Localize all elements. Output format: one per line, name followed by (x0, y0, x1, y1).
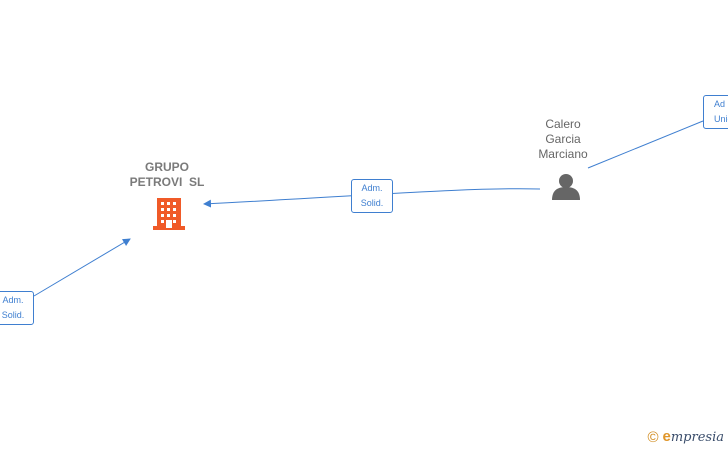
edge-label-person-to-company[interactable]: Adm. Solid. (351, 179, 393, 213)
building-icon (153, 198, 185, 230)
company-name-line1: GRUPO (144, 160, 189, 174)
empresia-watermark[interactable]: © empresia (647, 428, 724, 446)
copyright-icon: © (647, 428, 659, 446)
edge-left-to-company (33, 238, 131, 297)
brand-initial: e (662, 428, 671, 445)
person-name-line3: Marciano (538, 147, 588, 161)
edge-label-line2: Solid. (1, 310, 25, 320)
person-name-line1: Calero (545, 117, 581, 131)
person-name-line2: Garcia (545, 132, 581, 146)
edge-label-right-to-person[interactable]: Ad Unic (703, 95, 728, 129)
brand-logo: empresia (663, 428, 724, 446)
edge-label-line1: Adm. (361, 183, 383, 193)
person-node-label[interactable]: Calero Garcia Marciano (520, 117, 606, 162)
edge-person-to-company (203, 188, 541, 208)
edge-label-line1: Adm. (2, 295, 24, 305)
company-name-line2: PETROVI SL (129, 175, 205, 189)
edge-label-line2: Unic (714, 114, 728, 124)
edge-label-left-to-company[interactable]: Adm. Solid. (0, 291, 34, 325)
edge-label-line1: Ad (714, 99, 726, 109)
company-node-label[interactable]: GRUPO PETROVI SL (112, 160, 222, 190)
person-icon (552, 174, 580, 200)
edge-right-to-person (587, 120, 704, 169)
brand-name: mpresia (670, 430, 724, 445)
edge-label-line2: Solid. (360, 198, 384, 208)
